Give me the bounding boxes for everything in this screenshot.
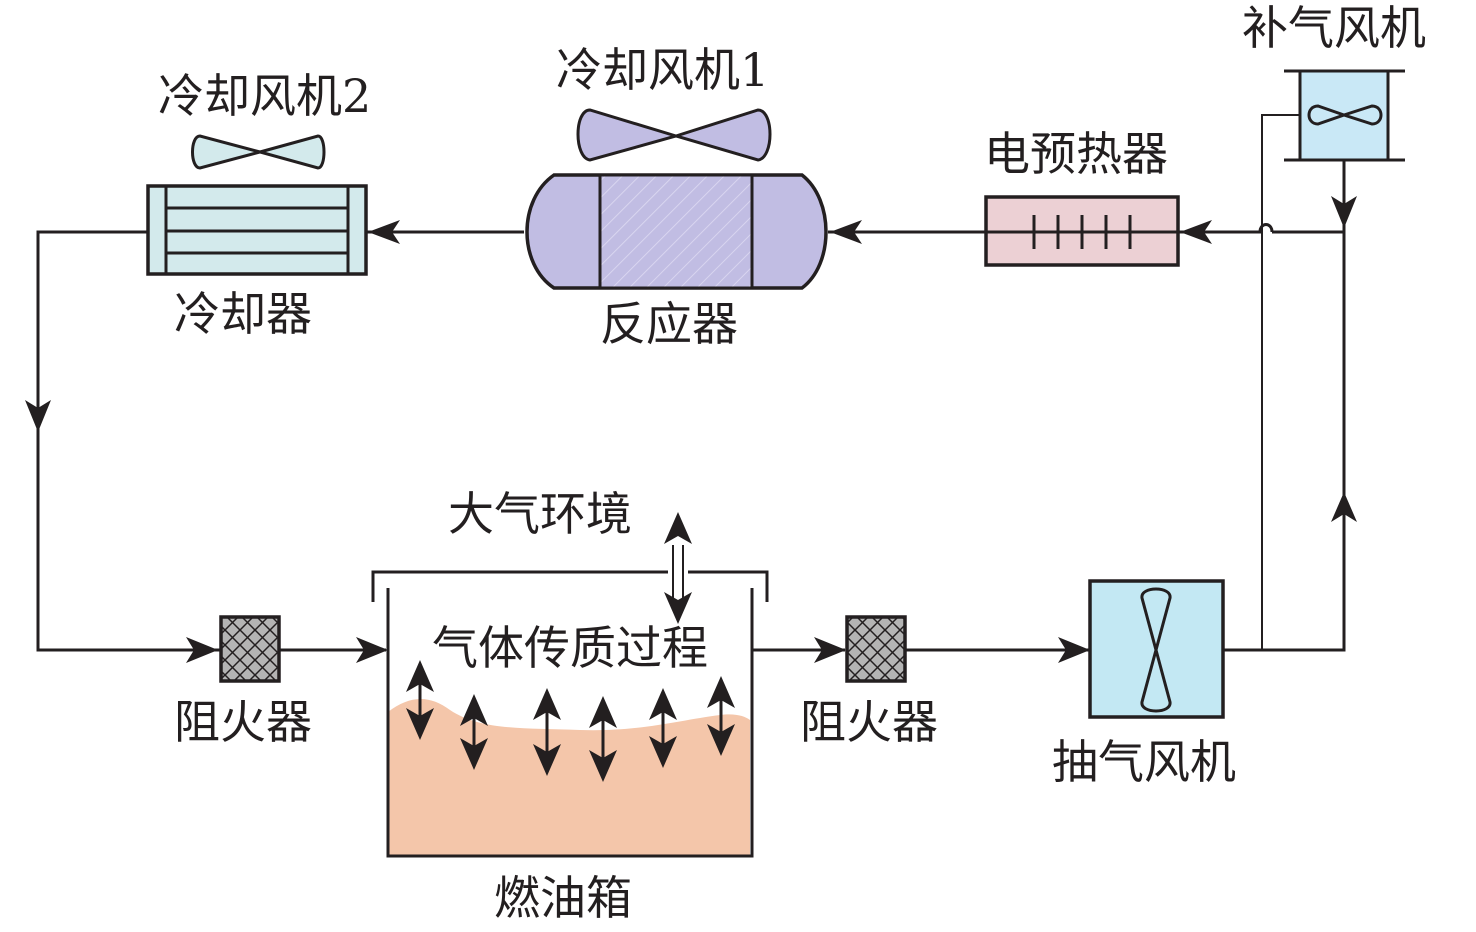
flow-arrows <box>25 196 1357 663</box>
pipe-exhaust-fan-return <box>1223 230 1346 652</box>
flame-arrester-left-label: 阻火器 <box>174 695 312 749</box>
mass-transfer-arrows <box>406 660 735 782</box>
fan-blade-icon <box>576 108 772 162</box>
cooling-fan-2-label: 冷却风机2 <box>158 69 371 123</box>
exhaust-fan-label: 抽气风机 <box>1052 735 1236 789</box>
double-arrow-icon <box>589 696 617 782</box>
fan-blade-icon <box>1307 104 1383 126</box>
atmosphere-label: 大气环境 <box>448 487 632 541</box>
electric-preheater-label: 电预热器 <box>984 127 1168 181</box>
cooling-fan-1 <box>576 108 772 162</box>
double-arrow-icon <box>533 688 561 776</box>
reactor <box>525 173 828 290</box>
fan-blade-icon <box>191 134 326 170</box>
exhaust-fan <box>1088 579 1225 719</box>
double-arrow-icon <box>460 694 488 770</box>
fuel-tank-label: 燃油箱 <box>494 871 632 925</box>
fuel-tank <box>371 512 769 858</box>
pipe-crossover-hop <box>1178 223 1274 234</box>
arrow-up-icon <box>664 512 692 544</box>
electric-preheater <box>960 195 1180 267</box>
arrow-left-icon <box>368 220 400 244</box>
arrow-right-icon <box>356 637 388 663</box>
pipe-cooler-to-arrester <box>36 230 220 652</box>
tank-walls <box>386 588 754 858</box>
double-arrow-icon <box>707 676 735 756</box>
double-arrow-icon <box>649 688 677 768</box>
arrow-down-icon <box>664 592 692 624</box>
arrow-left-icon <box>1180 220 1212 244</box>
fan-blade-icon <box>1140 587 1172 713</box>
cooler-label: 冷却器 <box>174 287 312 341</box>
cooler <box>146 184 368 276</box>
double-arrow-icon <box>406 660 434 740</box>
fuel-liquid <box>388 698 750 856</box>
arrow-down-icon <box>25 400 51 432</box>
flame-arrester-left <box>219 615 281 683</box>
flame-arrester-right-label: 阻火器 <box>800 695 938 749</box>
pipes <box>36 114 1346 652</box>
makeup-fan-label: 补气风机 <box>1242 1 1426 55</box>
reactor-catalyst-bed <box>598 173 754 290</box>
arrow-up-icon <box>1331 492 1357 522</box>
gas-mass-transfer-label: 气体传质过程 <box>432 621 708 675</box>
arrow-right-icon <box>186 637 218 663</box>
makeup-fan <box>1284 69 1405 162</box>
arrow-right-icon <box>1058 637 1090 663</box>
cooling-fan-1-label: 冷却风机1 <box>556 43 769 97</box>
tank-lid-left <box>371 570 668 602</box>
flame-arrester-right <box>845 615 907 683</box>
arrow-right-icon <box>814 637 846 663</box>
cooling-fan-2 <box>191 134 326 170</box>
reactor-label: 反应器 <box>600 297 738 351</box>
tank-lid-right <box>688 570 769 602</box>
arrow-down-icon <box>1331 196 1357 228</box>
pipe-makeup-bypass <box>1261 114 1302 650</box>
arrow-left-icon <box>830 220 862 244</box>
